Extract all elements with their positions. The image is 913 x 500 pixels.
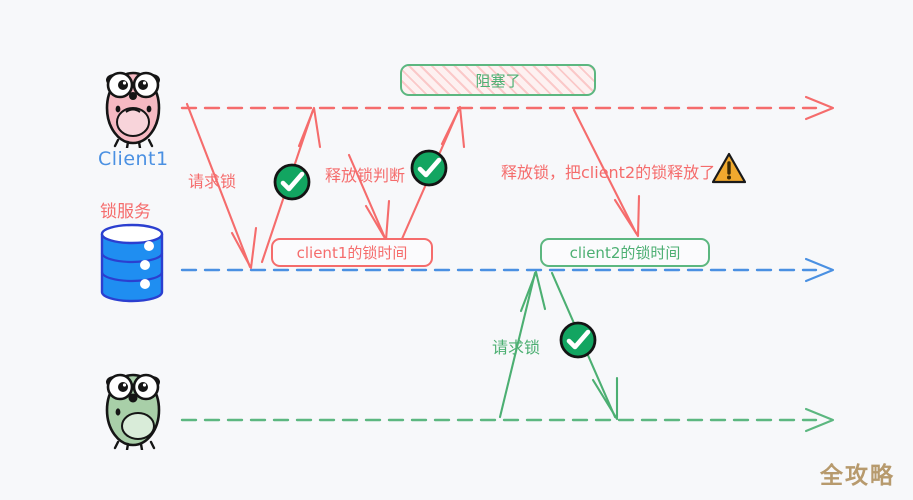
check-circle-icon [410, 149, 448, 187]
check-circle-icon [273, 163, 311, 201]
database-cylinder-icon [100, 223, 164, 303]
arrow-request-lock-client2 [498, 270, 547, 419]
message-request-lock-client1: 请求锁 [188, 172, 237, 191]
message-release-lock-client2: 释放锁，把client2的锁释放了 [501, 163, 716, 182]
gopher-green-icon [105, 373, 161, 450]
arrow-request-lock-client1 [185, 102, 258, 270]
lane-client1 [180, 95, 835, 121]
participant-label-client1: Client1 [98, 148, 169, 170]
box-blocked: 阻塞了 [400, 64, 596, 96]
box-client1-lock-time: client1的锁时间 [271, 238, 433, 267]
box-client2-lock-time: client2的锁时间 [540, 238, 710, 267]
warning-triangle-icon [712, 152, 746, 184]
watermark: 全攻略 [820, 463, 895, 489]
message-release-lock-judge: 释放锁判断 [325, 166, 406, 185]
message-request-lock-client2: 请求锁 [492, 338, 541, 357]
lane-client2 [180, 407, 835, 433]
lane-lock-service [180, 257, 835, 283]
arrow-release-lock-client2 [572, 108, 641, 238]
gopher-pink-icon [105, 71, 161, 148]
check-circle-icon [559, 321, 597, 359]
participant-label-lock-service: 锁服务 [100, 202, 151, 222]
